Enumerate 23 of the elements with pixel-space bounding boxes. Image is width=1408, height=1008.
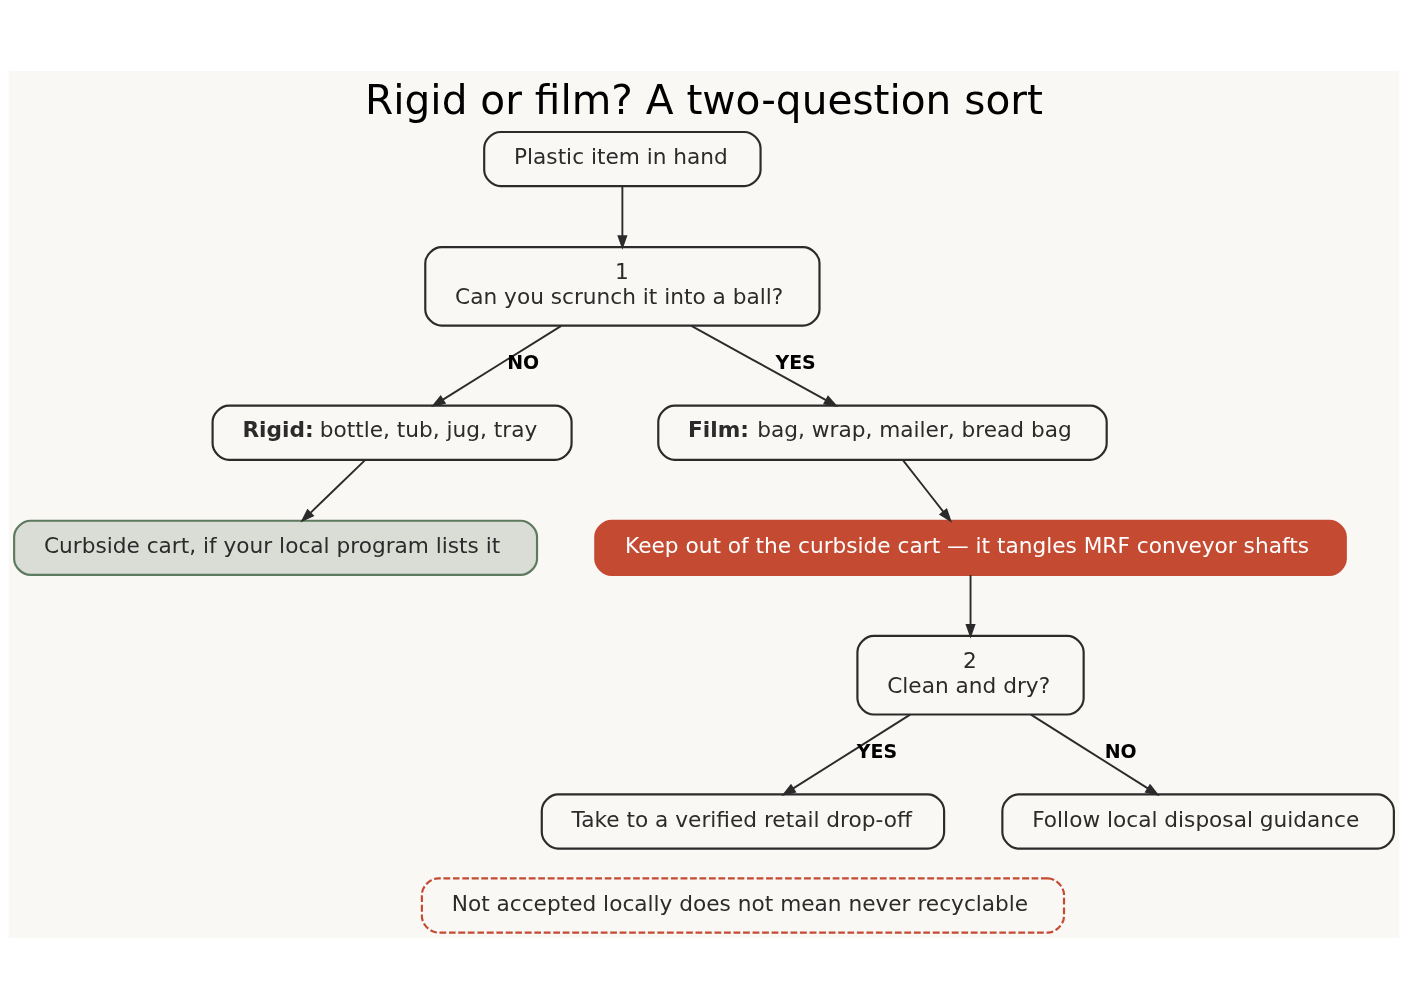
node-box: Not accepted locally does not mean never recyclable bbox=[420, 876, 1066, 934]
arrow bbox=[617, 184, 628, 250]
arrow bbox=[965, 573, 976, 639]
edge-label: NO bbox=[507, 350, 540, 373]
edge-label: YES bbox=[775, 350, 816, 373]
node-box: Film: bag, wrap, mailer, bread bag bbox=[657, 404, 1108, 461]
node-box: 2 Clean and dry? bbox=[856, 634, 1085, 716]
arrow bbox=[431, 324, 563, 407]
node-box: Rigid: bottle, tub, jug, tray bbox=[211, 404, 573, 461]
arrow bbox=[781, 713, 912, 796]
arrow bbox=[1030, 713, 1160, 796]
diagram-title: Rigid or film? A two-question sort bbox=[365, 75, 1043, 124]
arrow bbox=[901, 458, 952, 523]
node-box: Take to a verified retail drop-off bbox=[540, 792, 946, 850]
node-box: Plastic item in hand bbox=[483, 130, 762, 187]
edge-label: YES bbox=[856, 739, 898, 762]
arrow bbox=[300, 458, 366, 523]
arrow bbox=[690, 324, 839, 407]
node-box: Curbside cart, if your local program lists it bbox=[13, 519, 539, 576]
edge-label: NO bbox=[1104, 739, 1137, 762]
node-box: Keep out of the curbside cart — it tangles MRF conveyor shafts bbox=[594, 519, 1347, 576]
node-box: 1 Can you scrunch it into a ball? bbox=[424, 245, 821, 327]
node-box: Follow local disposal guidance bbox=[1001, 792, 1395, 850]
